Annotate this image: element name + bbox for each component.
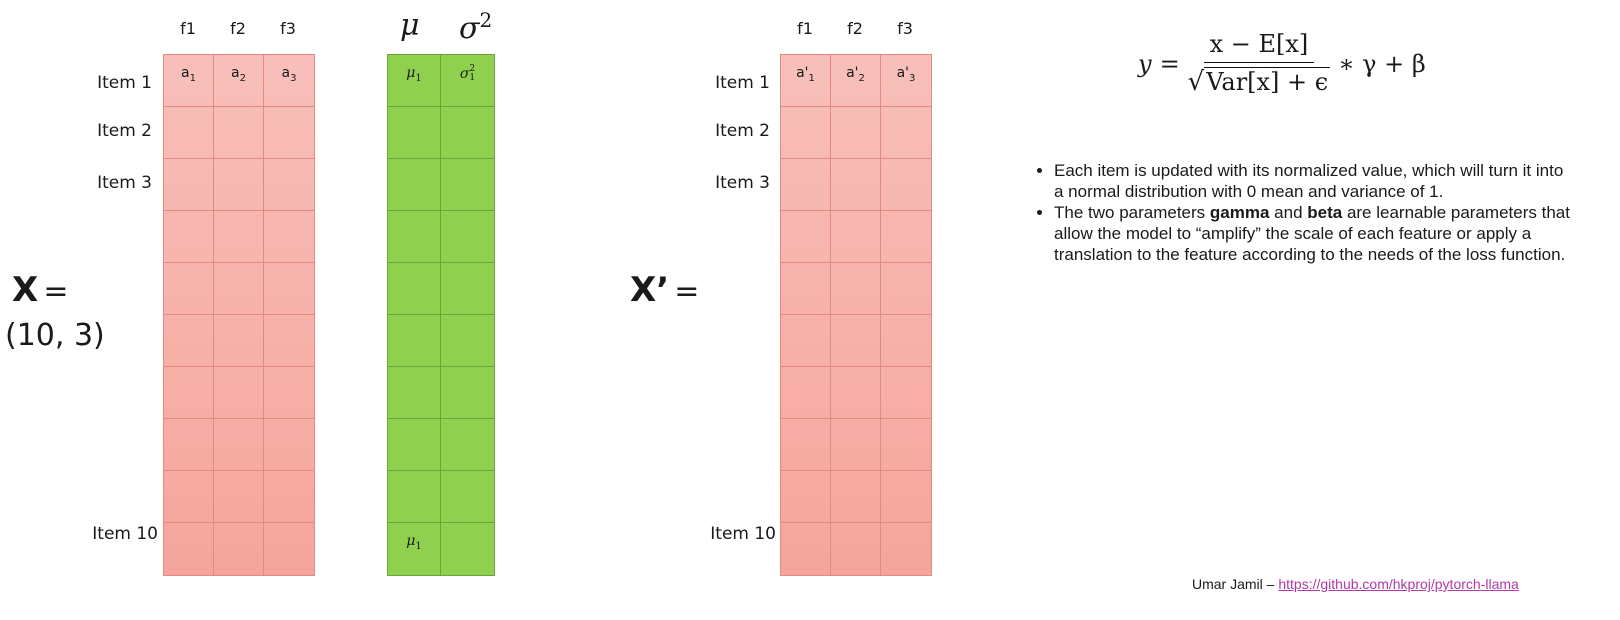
formula-fraction: x − E[x] √Var[x] + ϵ [1188, 30, 1331, 97]
matrix-x-prime: a'1 a'2 a'3 [780, 54, 932, 576]
col-header-f3-right: f3 [897, 19, 913, 38]
col-header-f1-right: f1 [797, 19, 813, 38]
sigma-squared-header: σ2 [459, 8, 493, 46]
formula-tail: ∗ γ + β [1338, 49, 1426, 78]
row-label-item-1-right: Item 1 [715, 73, 770, 93]
cell-a-prime-2: a'2 [831, 55, 881, 107]
layernorm-formula: y = x − E[x] √Var[x] + ϵ ∗ γ + β [1138, 30, 1426, 97]
cell-a2: a2 [214, 55, 264, 107]
row-label-item-3: Item 3 [97, 173, 152, 193]
footer-author: Umar Jamil – [1192, 576, 1279, 592]
matrix-shape: (10, 3) [5, 318, 105, 353]
formula-numerator: x − E[x] [1203, 30, 1315, 63]
cell-a-prime-3: a'3 [881, 55, 931, 107]
notes: Each item is updated with its normalized… [1032, 160, 1572, 265]
cell-mu-last: μ1 [388, 523, 441, 575]
var-x-prime: X’ [630, 270, 670, 310]
col-header-f2: f2 [230, 19, 246, 38]
row-label-item-1: Item 1 [97, 73, 152, 93]
col-header-f1: f1 [180, 19, 196, 38]
row-label-item-3-right: Item 3 [715, 173, 770, 193]
formula-eq: = [1159, 49, 1180, 78]
col-header-f2-right: f2 [847, 19, 863, 38]
footer: Umar Jamil – https://github.com/hkproj/p… [1192, 576, 1519, 592]
matrix-x-prime-label: X’ = [630, 270, 699, 310]
cell-a3: a3 [264, 55, 314, 107]
note-normalization: Each item is updated with its normalized… [1054, 160, 1572, 202]
cell-a-prime-1: a'1 [781, 55, 831, 107]
formula-lhs: y [1138, 49, 1152, 78]
footer-link[interactable]: https://github.com/hkproj/pytorch-llama [1278, 576, 1519, 592]
mu-header: μ [400, 8, 420, 43]
col-header-f3: f3 [280, 19, 296, 38]
equals-sign: = [43, 274, 69, 309]
matrix-x: a1 a2 a3 [163, 54, 315, 576]
cell-mu-1: μ1 [388, 55, 441, 107]
row-label-item-2: Item 2 [97, 121, 152, 141]
row-label-item-2-right: Item 2 [715, 121, 770, 141]
note-gamma-beta: The two parameters gamma and beta are le… [1054, 202, 1572, 265]
matrix-x-label: X = [12, 270, 68, 310]
row-label-item-10: Item 10 [92, 524, 158, 544]
row-label-item-10-right: Item 10 [710, 524, 776, 544]
formula-denominator: √Var[x] + ϵ [1187, 67, 1331, 97]
equals-sign-right: = [674, 274, 700, 309]
var-x: X [12, 270, 39, 310]
cell-a1: a1 [164, 55, 214, 107]
